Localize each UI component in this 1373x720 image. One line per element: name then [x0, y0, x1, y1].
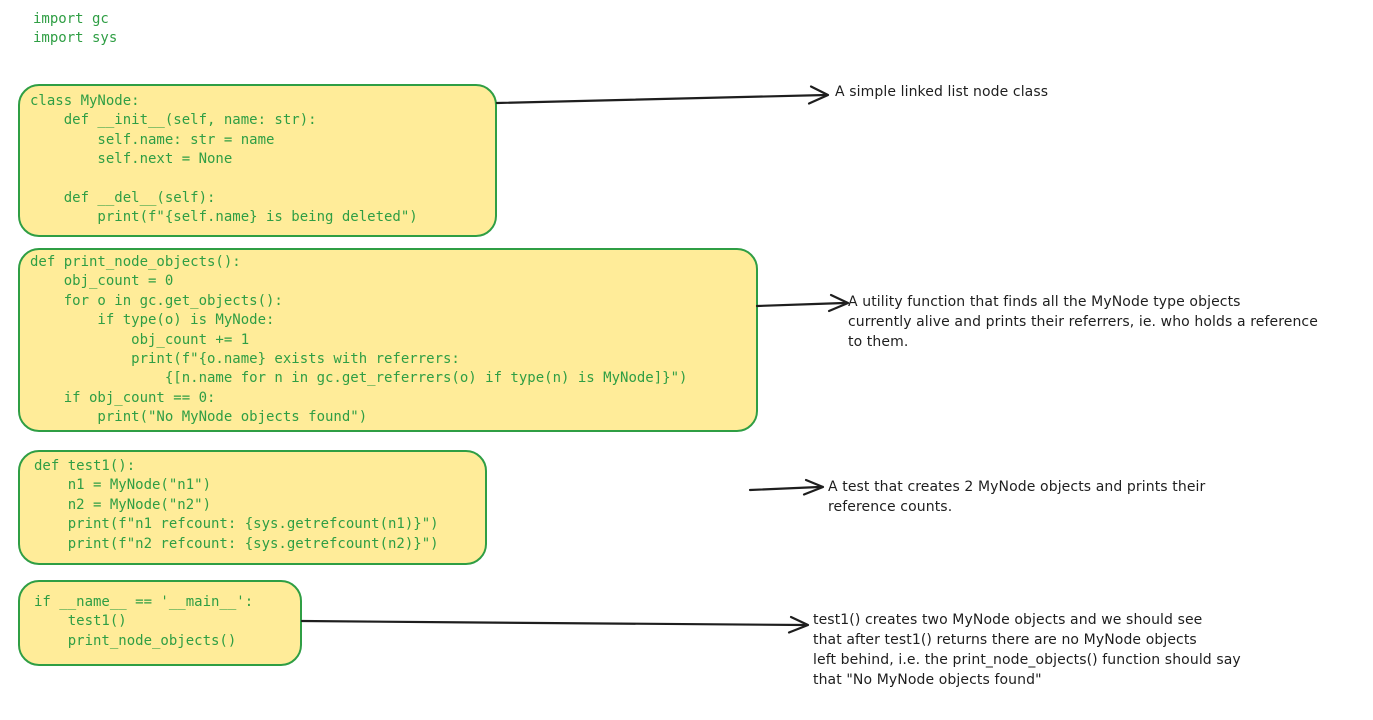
text-line: for o in gc.get_objects(): — [30, 292, 283, 309]
arrow-main-note — [300, 615, 810, 634]
arrow-utility-note — [755, 293, 850, 313]
text-line: print(f"n2 refcount: {sys.getrefcount(n2… — [34, 535, 439, 552]
code-block-class-mynode: class MyNode: def __init__(self, name: s… — [18, 84, 497, 237]
text-line: currently alive and prints their referre… — [848, 314, 1318, 330]
text-line: n1 = MyNode("n1") — [34, 477, 212, 494]
text-line: def __init__(self, name: str): — [30, 112, 317, 129]
import-statements: import gc import sys — [33, 10, 117, 49]
text-line: A utility function that finds all the My… — [848, 294, 1241, 310]
text-line: test1() creates two MyNode objects and w… — [813, 612, 1203, 628]
text-line: if type(o) is MyNode: — [30, 312, 275, 329]
annotation-main-note: test1() creates two MyNode objects and w… — [813, 610, 1241, 690]
text-line: self.name: str = name — [30, 131, 275, 148]
text-line: print("No MyNode objects found") — [30, 409, 368, 426]
text-line: n2 = MyNode("n2") — [34, 496, 212, 513]
text-line: def test1(): — [34, 458, 136, 474]
code-block-main-guard: if __name__ == '__main__': test1() print… — [18, 580, 302, 666]
text-line: print(f"{o.name} exists with referrers: — [30, 351, 460, 368]
text-line: if __name__ == '__main__': — [34, 594, 254, 610]
text-line: reference counts. — [828, 499, 953, 515]
text-line: obj_count += 1 — [30, 331, 250, 348]
text-line: def print_node_objects(): — [30, 254, 241, 270]
text-line: that after test1() returns there are no … — [813, 632, 1197, 648]
arrow-class-note — [495, 85, 830, 105]
text-line: print(f"n1 refcount: {sys.getrefcount(n1… — [34, 516, 439, 533]
text-line: import sys — [33, 30, 118, 47]
text-line: obj_count = 0 — [30, 273, 174, 290]
code-block-print-node-objects: def print_node_objects(): obj_count = 0 … — [18, 248, 758, 432]
text-line: to them. — [848, 334, 909, 350]
text-line — [30, 170, 485, 189]
code-block-test1: def test1(): n1 = MyNode("n1") n2 = MyNo… — [18, 450, 487, 565]
text-line: A simple linked list node class — [835, 84, 1049, 100]
annotation-utility-note: A utility function that finds all the My… — [848, 292, 1318, 352]
text-line: test1() — [34, 613, 127, 630]
text-line: self.next = None — [30, 151, 233, 168]
text-line: A test that creates 2 MyNode objects and… — [828, 479, 1206, 495]
text-line: print(f"{self.name} is being deleted") — [30, 209, 418, 226]
text-line: class MyNode: — [30, 93, 140, 109]
text-line: def __del__(self): — [30, 190, 216, 207]
text-line: if obj_count == 0: — [30, 389, 216, 406]
text-line: {[n.name for n in gc.get_referrers(o) if… — [30, 370, 688, 387]
text-line: print_node_objects() — [34, 632, 237, 649]
arrow-test-note — [748, 478, 825, 496]
annotation-test-note: A test that creates 2 MyNode objects and… — [828, 477, 1205, 517]
text-line: import gc — [33, 11, 109, 27]
text-line: that "No MyNode objects found" — [813, 672, 1042, 688]
text-line: left behind, i.e. the print_node_objects… — [813, 652, 1241, 668]
annotation-class-note: A simple linked list node class — [835, 82, 1048, 102]
